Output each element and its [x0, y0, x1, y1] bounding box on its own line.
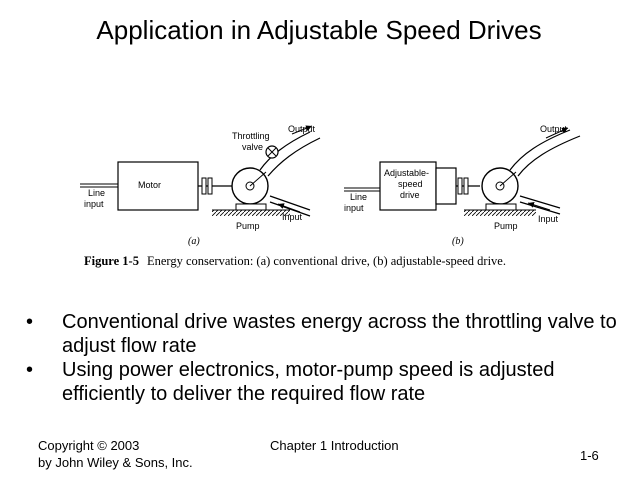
output-label-b: Output	[540, 124, 568, 134]
copyright-line-1: Copyright © 2003	[38, 438, 140, 453]
footer-page-number: 1-6	[580, 448, 599, 463]
figure-caption-label: Figure 1-5	[84, 254, 139, 268]
slide-title: Application in Adjustable Speed Drives	[96, 15, 542, 45]
bullet-item: • Conventional drive wastes energy acros…	[26, 310, 626, 358]
bullet-list: • Conventional drive wastes energy acros…	[26, 310, 626, 406]
drive-label-2: speed	[398, 179, 423, 189]
bullet-glyph: •	[26, 311, 34, 333]
footer-copyright: Copyright © 2003 by John Wiley & Sons, I…	[38, 437, 193, 471]
drive-label-3: drive	[400, 190, 420, 200]
throttling-label-1: Throttling	[232, 131, 270, 141]
figure-1-5: Line input Motor Pump Throttling	[60, 116, 600, 282]
line-input-label-a1: Line	[88, 188, 105, 198]
panel-b: Line input Adjustable- speed drive Pump	[344, 124, 581, 247]
footer-chapter: Chapter 1 Introduction	[270, 438, 399, 453]
output-label-a: Output	[288, 124, 316, 134]
motor-label: Motor	[138, 180, 161, 190]
panel-b-label: (b)	[452, 236, 464, 247]
motor-block-b	[435, 167, 457, 205]
throttling-label-2: valve	[242, 142, 263, 152]
panel-a-label: (a)	[188, 236, 200, 247]
bullet-text: Using power electronics, motor-pump spee…	[62, 359, 555, 405]
line-input-label-a2: input	[84, 199, 104, 209]
bullet-item: • Using power electronics, motor-pump sp…	[26, 358, 626, 406]
bullet-text: Conventional drive wastes energy across …	[62, 311, 617, 357]
motor-box	[117, 161, 199, 211]
bullet-glyph: •	[26, 359, 34, 381]
input-label-a: Input	[282, 212, 303, 222]
figure-caption-text: Energy conservation: (a) conventional dr…	[146, 254, 506, 268]
panel-a: Line input Motor Pump Throttling	[80, 124, 321, 247]
figure-caption: Figure 1-5 Energy conservation: (a) conve…	[84, 254, 506, 269]
line-input-label-b1: Line	[350, 192, 367, 202]
pump-label-b: Pump	[494, 221, 518, 231]
pump-label-a: Pump	[236, 221, 260, 231]
figure-diagram: Line input Motor Pump Throttling	[80, 124, 581, 247]
copyright-line-2: by John Wiley & Sons, Inc.	[38, 455, 193, 470]
line-input-label-b2: input	[344, 203, 364, 213]
drive-label-1: Adjustable-	[384, 168, 429, 178]
input-label-b: Input	[538, 214, 559, 224]
